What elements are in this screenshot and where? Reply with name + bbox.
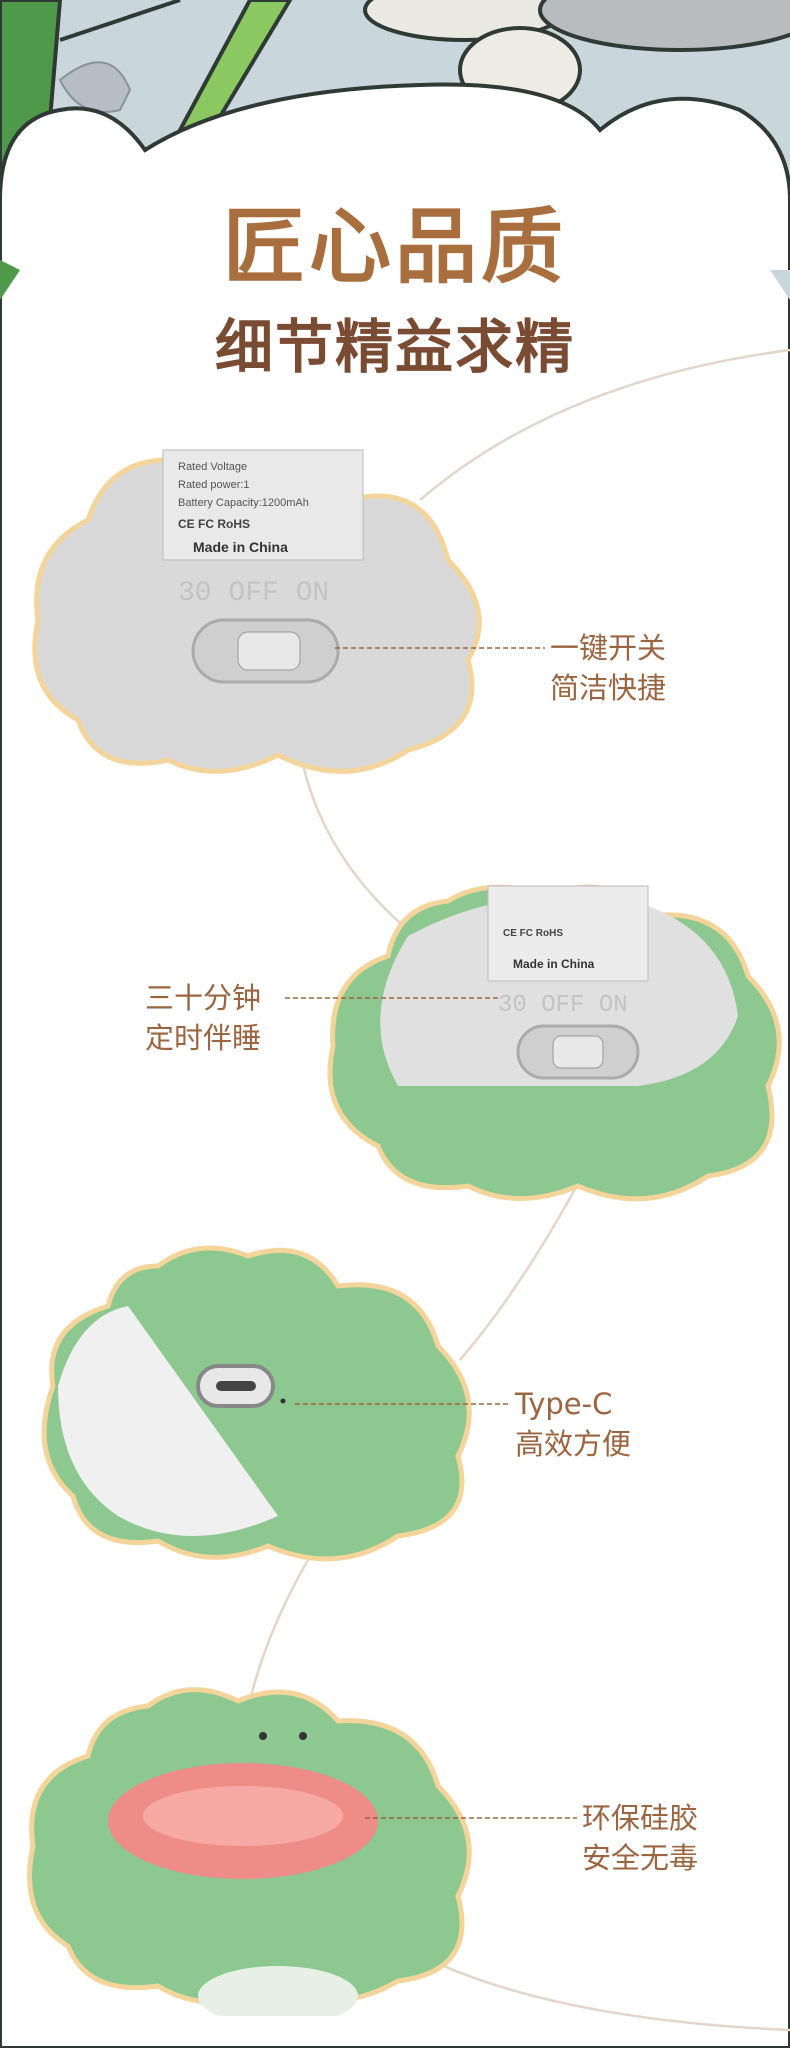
feature-label-switch: 一键开关 简洁快捷 xyxy=(550,628,666,708)
feature-desc: 简洁快捷 xyxy=(550,671,667,705)
dashed-leader-line xyxy=(285,997,500,999)
svg-text:Made in China: Made in China xyxy=(193,539,288,555)
feature-label-silicone: 环保硅胶 安全无毒 xyxy=(582,1798,698,1878)
svg-text:CE FC RoHS: CE FC RoHS xyxy=(178,517,250,531)
feature-desc: 高效方便 xyxy=(515,1427,632,1461)
svg-text:Rated power:1: Rated power:1 xyxy=(178,479,250,491)
timer-closeup-image: CE FC RoHS Made in China 30 OFF ON xyxy=(327,884,782,1202)
page-subtitle: 细节精益求精 xyxy=(214,313,575,381)
svg-text:Battery Capacity:1200mAh: Battery Capacity:1200mAh xyxy=(178,497,309,509)
typec-port-closeup-image xyxy=(41,1245,472,1562)
svg-text:30 OFF ON: 30 OFF ON xyxy=(498,992,628,1019)
feature-label-timer: 三十分钟 定时伴睡 xyxy=(145,978,261,1058)
feature-title: 三十分钟 xyxy=(145,981,262,1015)
svg-text:30 OFF ON: 30 OFF ON xyxy=(178,578,329,609)
dashed-leader-line xyxy=(335,647,545,649)
dashed-leader-line xyxy=(365,1817,577,1819)
dashed-leader-line xyxy=(295,1403,510,1405)
label-line: Rated Voltage xyxy=(178,461,247,473)
feature-title: Type-C xyxy=(515,1387,613,1421)
feature-desc: 定时伴睡 xyxy=(145,1021,262,1055)
svg-text:Made in China: Made in China xyxy=(513,957,595,971)
feature-desc: 安全无毒 xyxy=(582,1841,699,1875)
feature-label-typec: Type-C 高效方便 xyxy=(515,1384,631,1464)
feature-title: 一键开关 xyxy=(550,631,667,665)
svg-text:CE FC RoHS: CE FC RoHS xyxy=(503,928,563,939)
switch-closeup-image: Rated Voltage Rated power:1 Battery Capa… xyxy=(32,449,482,774)
silicone-frog-closeup-image xyxy=(27,1687,472,2016)
feature-title: 环保硅胶 xyxy=(582,1801,699,1835)
page-title: 匠心品质 xyxy=(222,200,567,295)
